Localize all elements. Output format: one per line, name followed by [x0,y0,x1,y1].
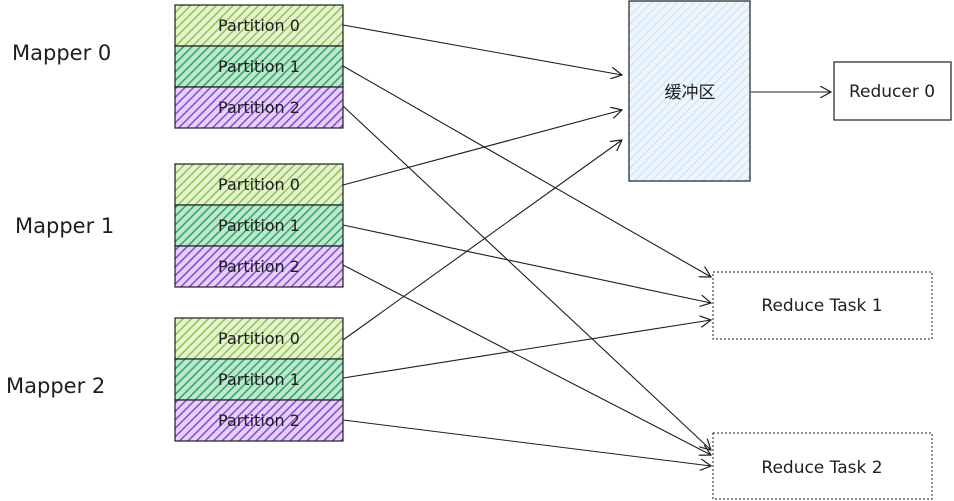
partition-label: Partition 0 [218,329,300,348]
partition-label: Partition 1 [218,57,300,76]
partition-1-box [174,204,344,247]
arrow-m2p1-to-task1 [342,320,711,379]
partition-label: Partition 2 [218,98,300,117]
reducer-0-box [833,61,952,121]
mapper-2: Mapper 2 Partition 0 Partition 1 Partiti… [6,317,344,442]
partition-2-box [174,86,344,129]
mapper-0: Mapper 0 Partition 0 Partition 1 Partiti… [12,4,344,129]
reduce-task-2-node: Reduce Task 2 [712,432,933,500]
arrows-layer [342,24,831,466]
arrow-m0p0-to-buffer [342,24,622,75]
reduce-task-2-label: Reduce Task 2 [761,458,882,478]
partition-0-box [174,163,344,206]
partition-label: Partition 0 [218,16,300,35]
arrow-m0p1-to-task1 [342,65,711,277]
reduce-task-2-box [712,432,933,500]
partition-label: Partition 0 [218,175,300,194]
partition-label: Partition 1 [218,370,300,389]
reduce-task-1-box [712,271,933,340]
arrow-m1p1-to-task1 [342,224,711,303]
partition-2-box [174,399,344,442]
buffer-node: 缓冲区 [628,0,751,182]
reducer-0-label: Reducer 0 [849,82,935,102]
mapper-label: Mapper 1 [15,214,114,238]
reduce-task-1-node: Reduce Task 1 [712,271,933,340]
arrow-m0p2-to-task2 [342,105,711,450]
partition-0-box [174,317,344,360]
partition-0-box [174,4,344,47]
partition-1-box [174,358,344,401]
arrow-m1p0-to-buffer [342,110,622,186]
partition-label: Partition 2 [218,257,300,276]
partition-label: Partition 2 [218,411,300,430]
partition-label: Partition 1 [218,216,300,235]
mapper-label: Mapper 0 [12,41,111,65]
arrow-m2p0-to-buffer [342,140,622,341]
partition-2-box [174,245,344,288]
arrow-m2p2-to-task2 [342,419,711,466]
reduce-task-1-label: Reduce Task 1 [761,296,882,316]
buffer-box [628,0,751,182]
reducer-0-node: Reducer 0 [833,61,952,121]
buffer-label: 缓冲区 [665,83,716,103]
mapper-label: Mapper 2 [6,374,105,398]
mapper-1: Mapper 1 Partition 0 Partition 1 Partiti… [15,163,344,288]
